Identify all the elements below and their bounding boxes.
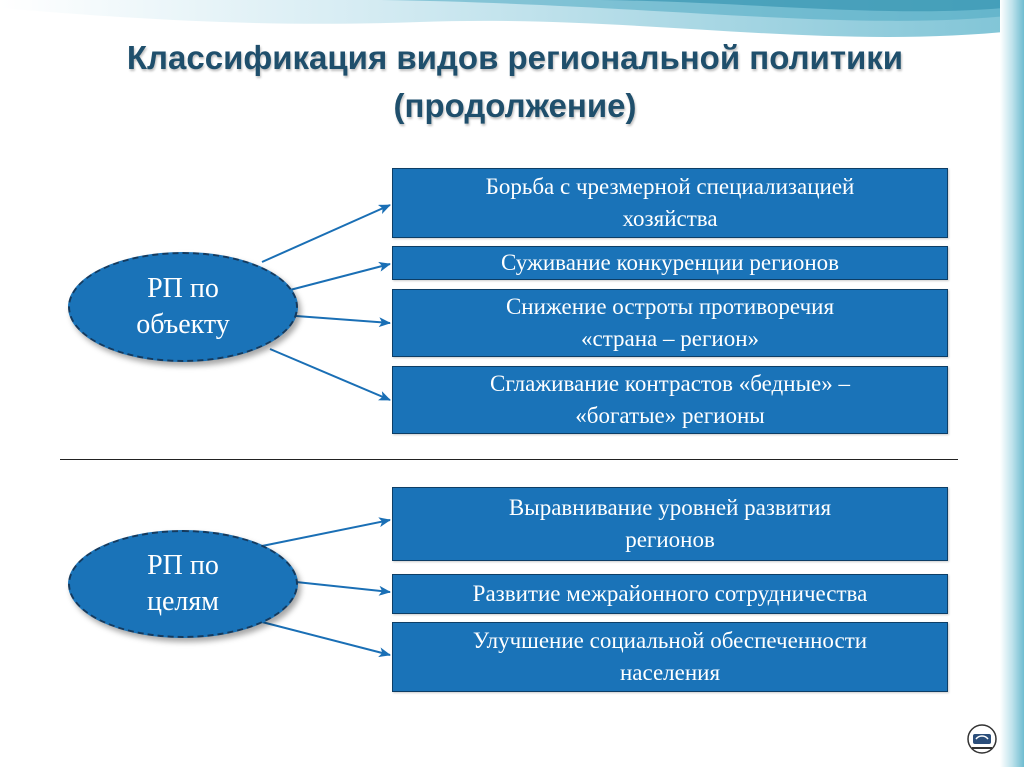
object-item-competition: Суживание конкуренции регионов <box>392 246 948 280</box>
title-line-1: Классификация видов региональной политик… <box>126 39 904 76</box>
title-line-2: (продолжение) <box>393 87 637 124</box>
node-label-line: целям <box>147 586 219 617</box>
item-line: «богатые» регионы <box>575 403 765 428</box>
object-item-contrasts: Сглаживание контрастов «бедные» – «богат… <box>392 366 948 434</box>
arrow-icon <box>261 517 391 547</box>
goals-item-equalization: Выравнивание уровней развития регионов <box>392 487 948 561</box>
goals-item-cooperation: Развитие межрайонного сотрудничества <box>392 574 948 614</box>
item-line: «страна – регион» <box>580 326 760 351</box>
section-divider <box>60 459 958 460</box>
item-line: Борьба с чрезмерной специализацией <box>485 174 855 199</box>
item-line: Развитие межрайонного сотрудничества <box>472 581 868 606</box>
page-title: Классификация видов региональной политик… <box>40 34 990 130</box>
side-ribbon-decoration <box>1000 0 1024 767</box>
arrow-icon <box>295 581 391 596</box>
item-line: Суживание конкуренции регионов <box>501 250 839 275</box>
arrow-icon <box>269 348 391 401</box>
arrow-icon <box>295 315 391 328</box>
item-line: регионов <box>625 527 715 552</box>
node-label-line: РП по <box>147 273 219 304</box>
node-rp-goals: РП по целям <box>68 530 298 638</box>
item-line: хозяйства <box>622 206 718 231</box>
item-line: Выравнивание уровней развития <box>508 495 832 520</box>
item-line: Улучшение социальной обеспеченности <box>472 628 868 653</box>
arrow-icon <box>261 621 391 658</box>
object-item-contradiction: Снижение остроты противоречия «страна – … <box>392 289 948 357</box>
arrow-icon <box>261 204 391 263</box>
node-rp-object: РП по объекту <box>68 252 298 362</box>
object-item-specialization: Борьба с чрезмерной специализацией хозяй… <box>392 168 948 238</box>
goals-item-social: Улучшение социальной обеспеченности насе… <box>392 622 948 692</box>
item-line: населения <box>619 660 721 685</box>
arrow-icon <box>289 261 391 291</box>
node-label-line: объекту <box>136 309 230 340</box>
header-wave-decoration <box>0 0 1024 37</box>
academy-logo-icon <box>967 724 997 754</box>
node-label-line: РП по <box>147 550 219 581</box>
item-line: Снижение остроты противоречия <box>505 294 835 319</box>
item-line: Сглаживание контрастов «бедные» – <box>490 371 850 396</box>
